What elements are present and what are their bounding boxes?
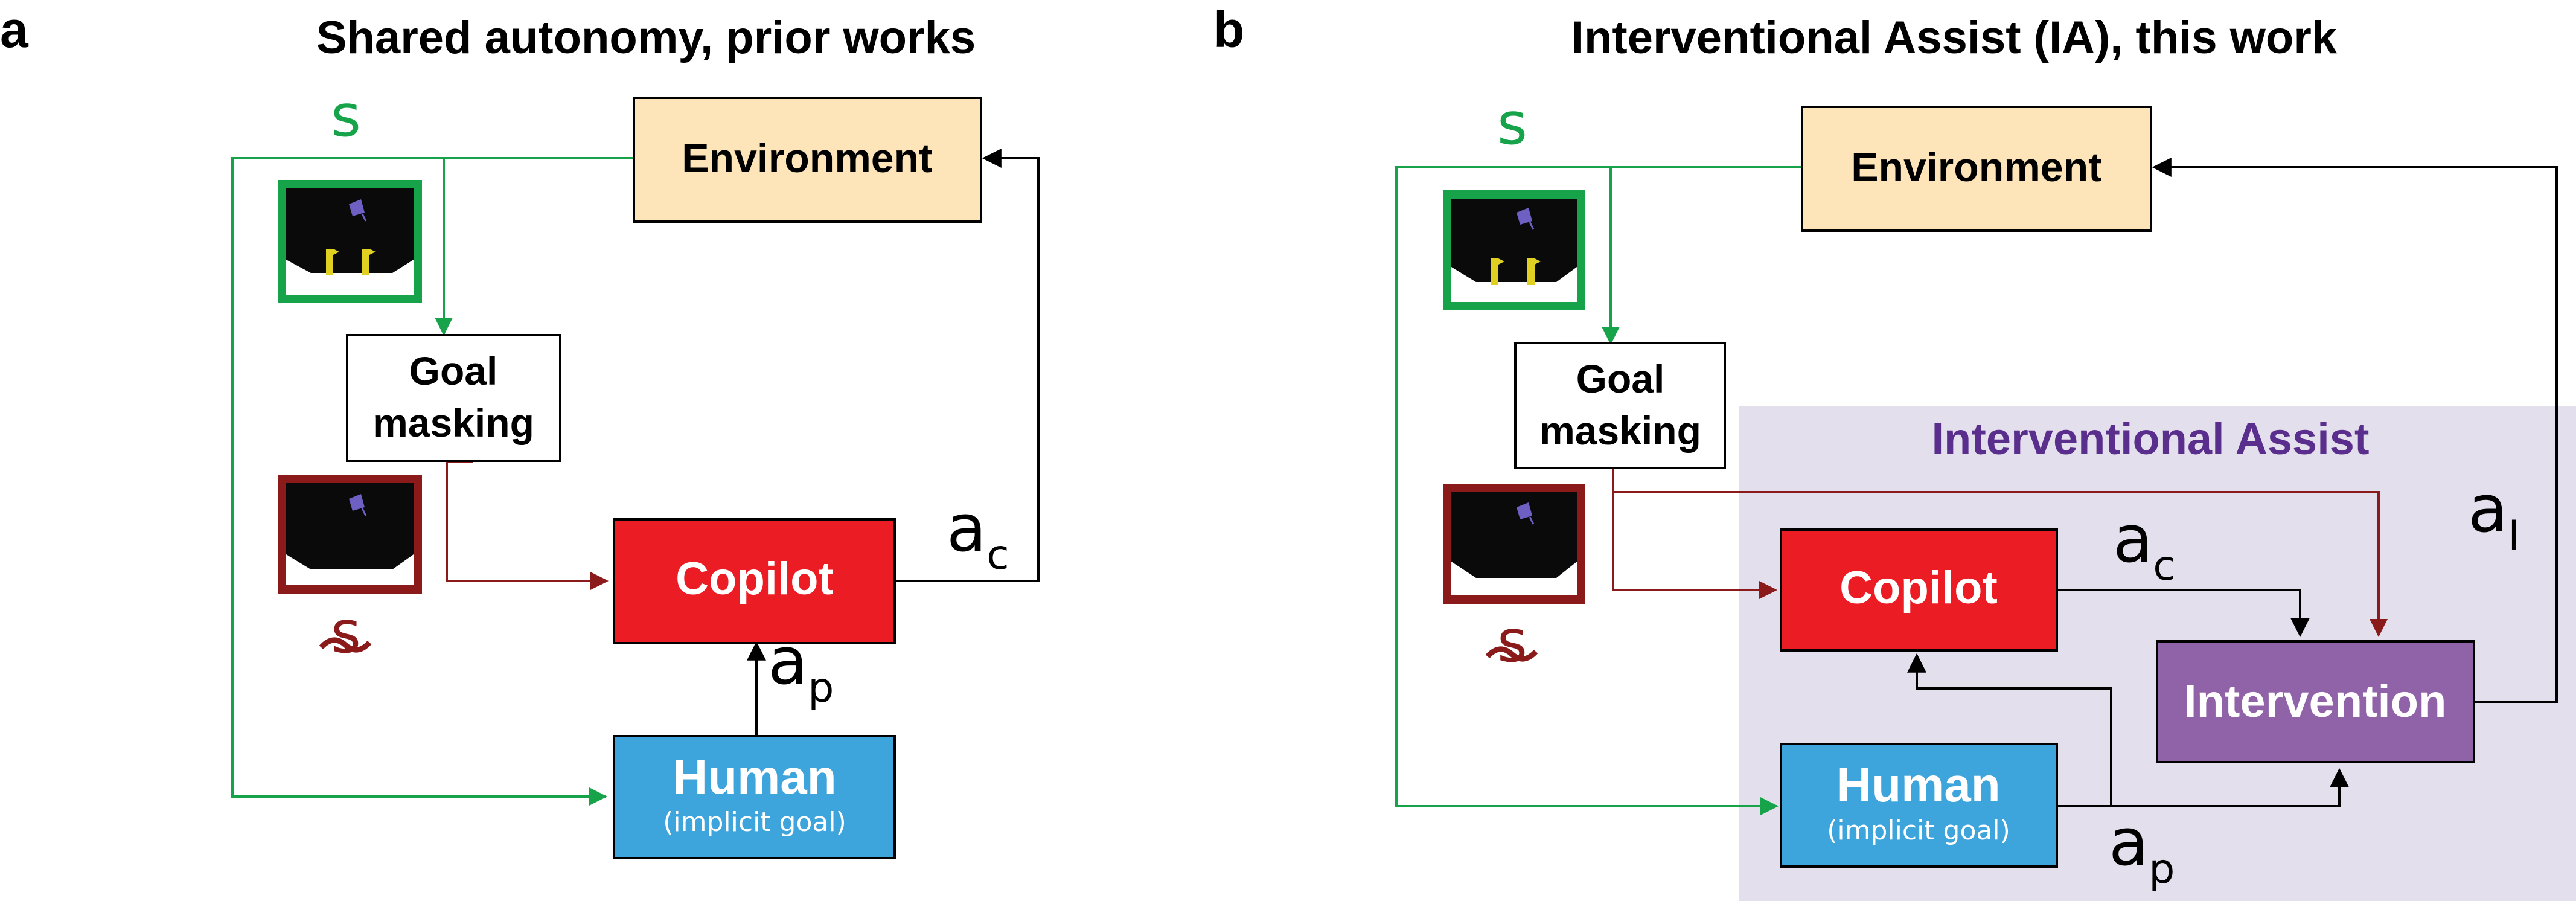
state-symbol-a: s bbox=[331, 82, 361, 150]
copilot-action-label-b: ac bbox=[2113, 502, 2176, 590]
masked-state-line-to-intervention-b bbox=[1613, 491, 2388, 637]
panel-b-masked-flow bbox=[1612, 468, 2388, 637]
ia-action-line-b bbox=[2152, 158, 2558, 703]
intervention-label-b: Intervention bbox=[2184, 676, 2447, 727]
human-box-a bbox=[613, 735, 896, 859]
panel-b-title: Interventional Assist (IA), this work bbox=[1571, 12, 2338, 63]
lander-thumbnail-b bbox=[1443, 190, 1585, 310]
goal-masking-label-a-line2: masking bbox=[372, 400, 534, 445]
copilot-action-line-b bbox=[2057, 589, 2310, 638]
panel-b-letter: b bbox=[1213, 1, 1244, 58]
human-sublabel-a: (implicit goal) bbox=[663, 807, 846, 838]
pilot-action-label-b: ap bbox=[2109, 805, 2175, 893]
environment-label-a: Environment bbox=[682, 135, 933, 181]
copilot-label-a: Copilot bbox=[676, 553, 834, 604]
copilot-box-b bbox=[1780, 528, 2058, 652]
masked-state-tilde-b bbox=[1485, 646, 1538, 662]
masked-state-line-to-copilot-b bbox=[1612, 468, 1777, 599]
goal-masking-label-b-line1: Goal bbox=[1576, 356, 1665, 401]
goal-masking-box-b bbox=[1514, 342, 1726, 469]
panel-a-title: Shared autonomy, prior works bbox=[316, 12, 976, 63]
copilot-action-line-a bbox=[893, 149, 1040, 582]
masked-state-symbol-a: s bbox=[331, 598, 361, 666]
state-line-to-human-b bbox=[1395, 166, 1802, 815]
masked-state-symbol-b: s bbox=[1497, 608, 1527, 675]
lander-thumbnail-a bbox=[278, 180, 422, 303]
human-label-b: Human bbox=[1836, 758, 2000, 812]
state-symbol-b: s bbox=[1497, 90, 1527, 158]
panel-b-action-flow bbox=[1907, 158, 2558, 807]
pilot-action-label-a: ap bbox=[768, 624, 834, 712]
human-box-b bbox=[1780, 743, 2058, 868]
state-line-to-human-a bbox=[231, 157, 634, 806]
panel-a-state-flow bbox=[231, 157, 634, 806]
masked-state-tilde-a bbox=[319, 637, 372, 653]
intervention-box-b bbox=[2156, 640, 2475, 763]
pilot-to-intervention-line-b bbox=[2054, 768, 2349, 807]
panel-b-state-flow bbox=[1395, 166, 1802, 815]
goal-masking-box-a bbox=[346, 334, 561, 462]
masked-lander-thumbnail-b bbox=[1443, 484, 1585, 604]
goal-masking-label-b-line2: masking bbox=[1539, 408, 1701, 453]
ia-action-label-b: aI bbox=[2468, 472, 2520, 560]
panel-b: b Interventional Assist (IA), this work … bbox=[1213, 1, 2576, 901]
human-label-a: Human bbox=[673, 750, 836, 804]
panel-a-letter: a bbox=[0, 1, 29, 58]
environment-label-b: Environment bbox=[1851, 144, 2102, 190]
copilot-label-b: Copilot bbox=[1839, 562, 1998, 614]
environment-box-a bbox=[633, 97, 982, 223]
ia-region-label: Interventional Assist bbox=[1931, 414, 2369, 464]
goal-masking-label-a-line1: Goal bbox=[409, 348, 498, 393]
environment-box-b bbox=[1801, 106, 2152, 232]
masked-lander-thumbnail-a bbox=[278, 475, 422, 594]
copilot-action-label-a: ac bbox=[947, 491, 1009, 579]
pilot-to-copilot-line-b bbox=[1907, 653, 2112, 806]
panel-a: a Shared autonomy, prior works Environme… bbox=[0, 1, 1040, 859]
human-sublabel-b: (implicit goal) bbox=[1827, 815, 2010, 846]
copilot-box-a bbox=[613, 518, 896, 644]
masked-state-line-a bbox=[446, 461, 609, 590]
